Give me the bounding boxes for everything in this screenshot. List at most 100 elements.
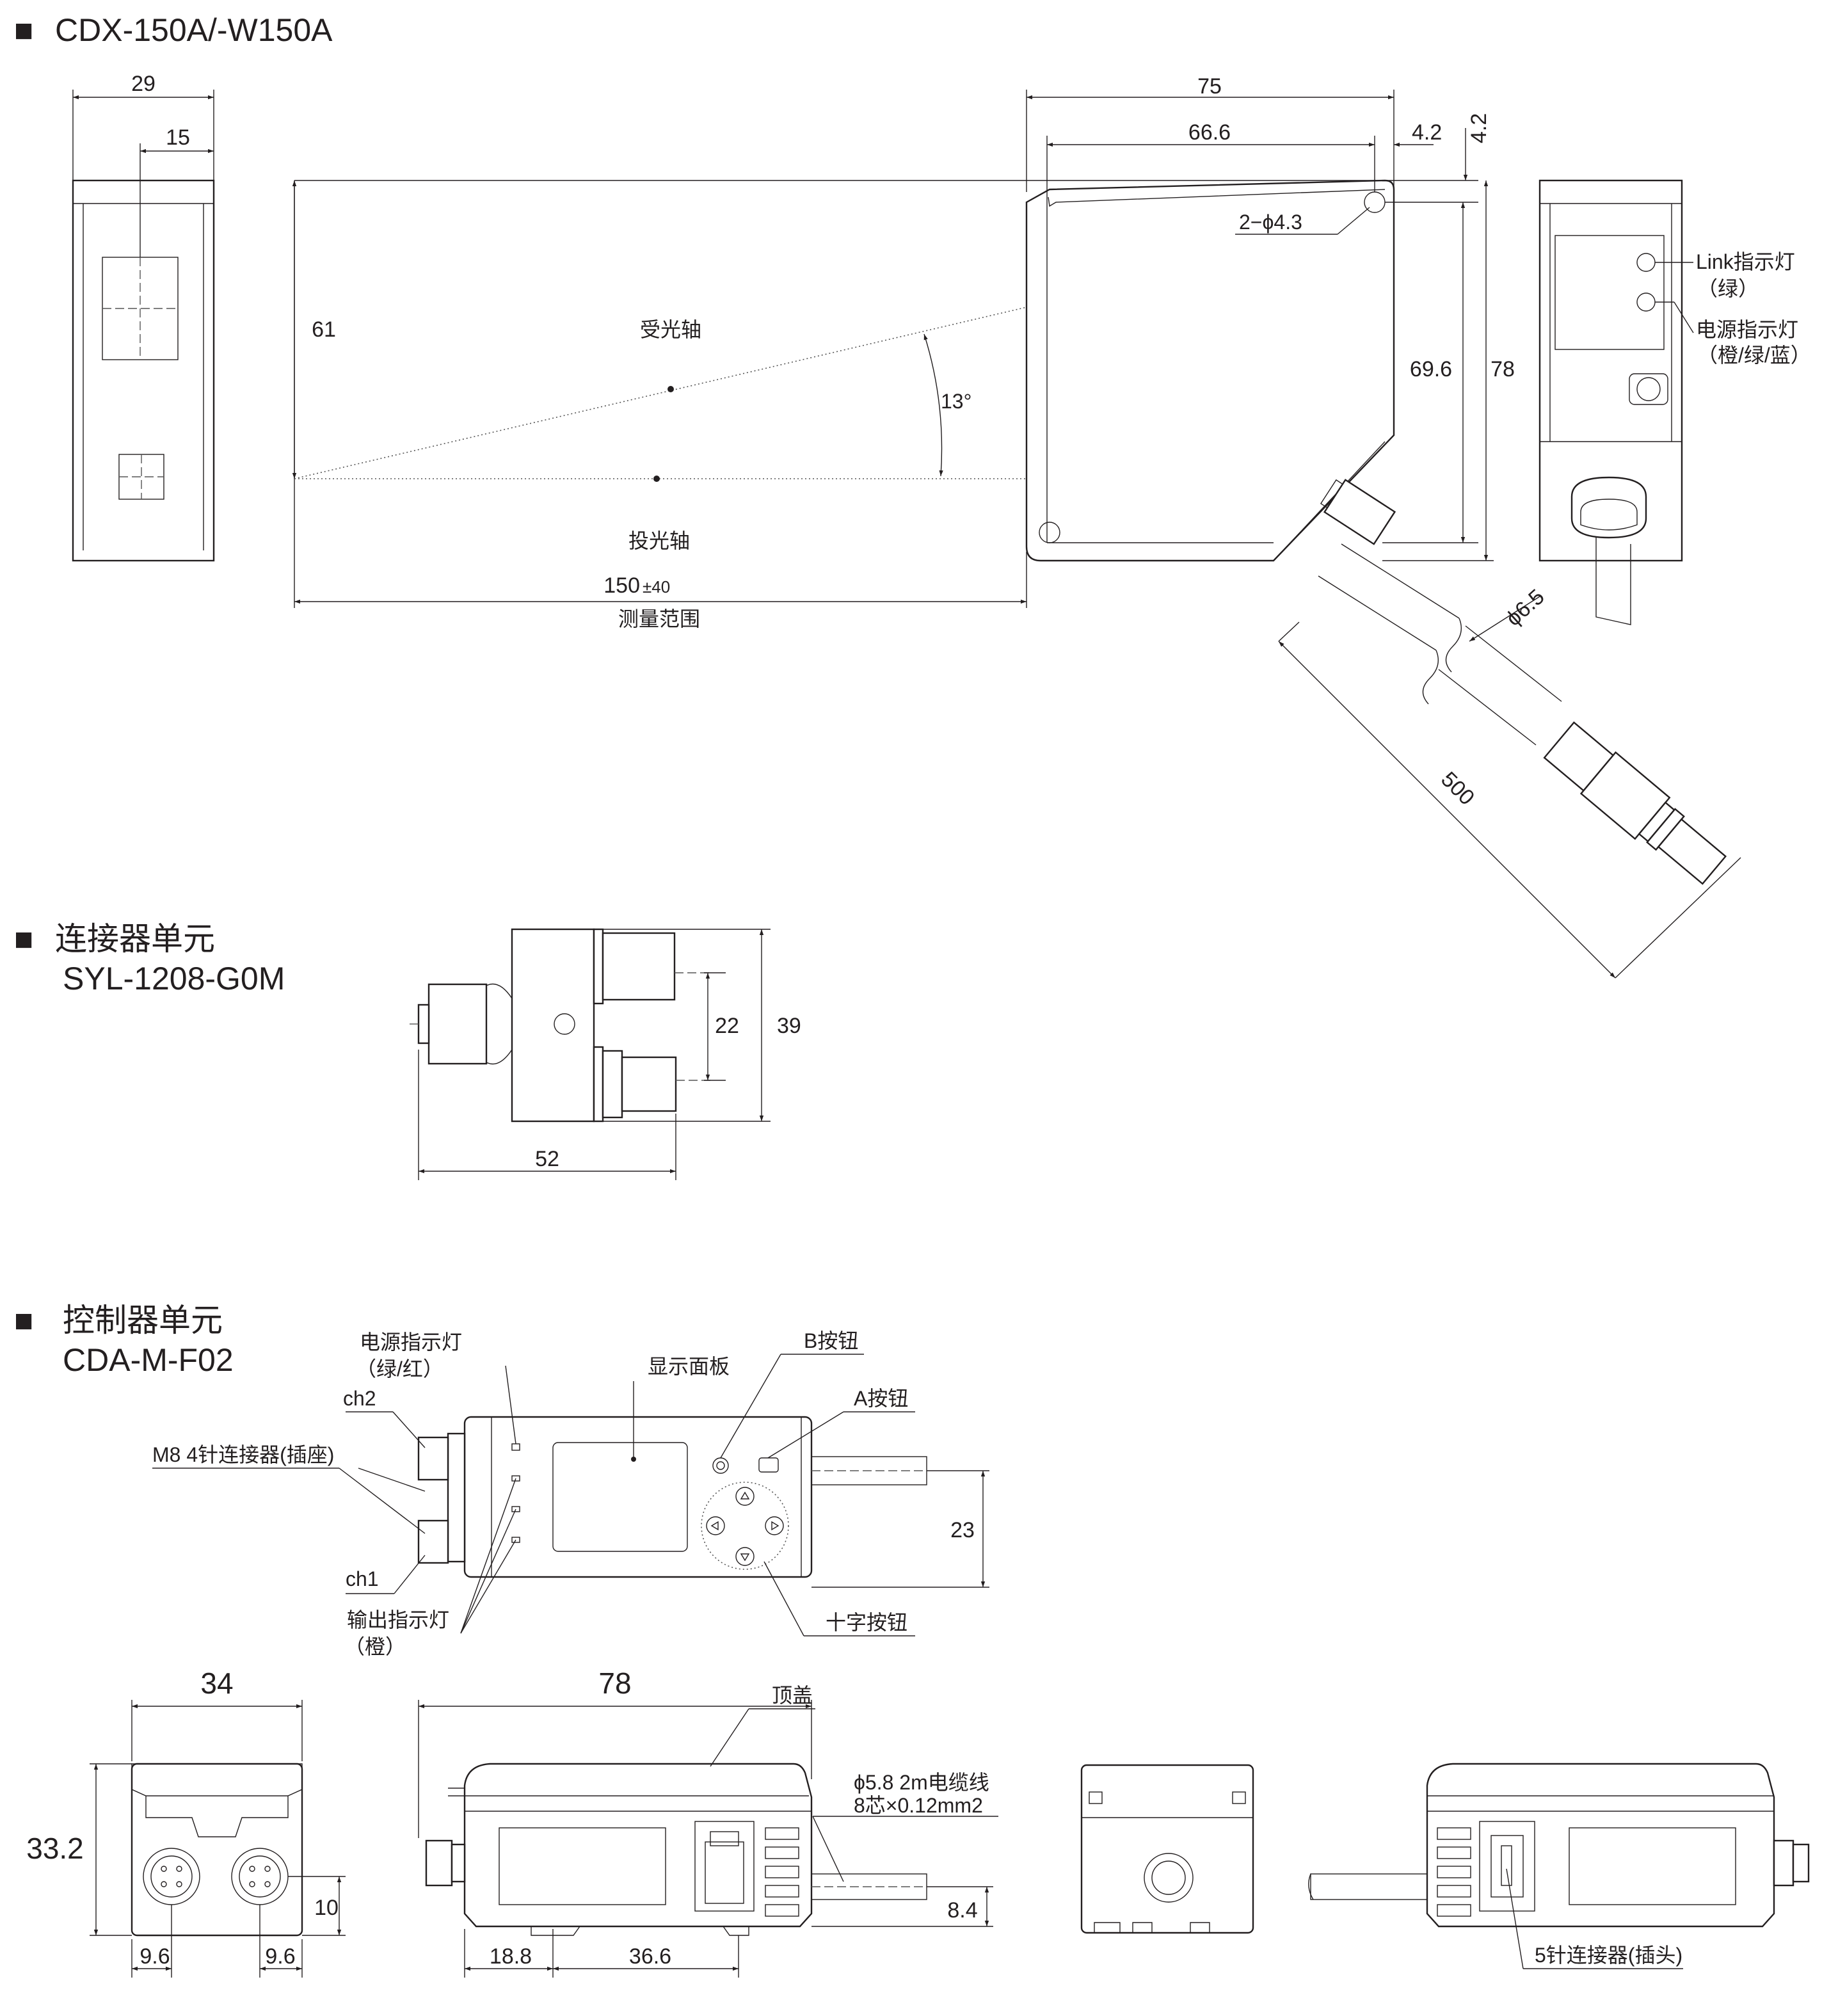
dim-connector-length: 52 (535, 1147, 559, 1171)
led-panel (1554, 235, 1665, 350)
dim-angle: 13° (941, 390, 971, 413)
dim-range-tol: ±40 (643, 577, 670, 596)
section-marker: ■ (14, 921, 33, 957)
rear-button (1629, 373, 1668, 405)
ch2-label: ch2 (343, 1387, 376, 1410)
display-panel (552, 1442, 688, 1552)
ch1-connector (417, 1519, 449, 1564)
sensor-side-view: 29 15 (72, 72, 215, 562)
sensor-rear-view: Link指示灯 （绿） 电源指示灯 （橙/绿/蓝） (1538, 179, 1811, 625)
power-led-color: （橙/绿/蓝） (1697, 344, 1811, 367)
connector-plug (428, 983, 488, 1065)
controller-end-body (131, 1763, 303, 1937)
side-connector (694, 1821, 755, 1912)
sensor-front-view (1025, 179, 1396, 562)
dim-pitch-right: 9.6 (265, 1944, 295, 1969)
emit-axis-label: 投光轴 (628, 529, 690, 552)
dim-cable-height: 23 (950, 1518, 975, 1542)
link-led-label: Link指示灯 (1696, 250, 1795, 273)
section-title-controller: 控制器单元 (63, 1302, 223, 1338)
dim-height: 78 (1490, 357, 1515, 381)
dim-width-side: 29 (131, 72, 156, 96)
plug-tip (1657, 818, 1727, 885)
cable-spec-1: ϕ5.8 2m电缆线 (854, 1771, 989, 1794)
section-connector: ■ 连接器单元 SYL-1208-G0M (14, 921, 285, 996)
ch1-label: ch1 (346, 1567, 379, 1590)
dim-length-inner: 66.6 (1188, 120, 1231, 145)
dim-connector-height: 39 (777, 1014, 801, 1038)
range-label: 测量范围 (618, 607, 700, 630)
a-button-label: A按钮 (854, 1387, 908, 1410)
holes-label: 2−ϕ4.3 (1239, 211, 1302, 234)
ch2-connector (417, 1436, 449, 1481)
connector-body (511, 928, 595, 1123)
section-marker: ■ (14, 1302, 33, 1338)
section-marker: ■ (14, 12, 33, 48)
m8-label: M8 4针连接器(插座) (152, 1443, 334, 1466)
controller-cable-rear (1310, 1873, 1428, 1900)
connector-socket-bottom (621, 1056, 677, 1112)
section-sensor: ■ CDX-150A/-W150A (14, 12, 333, 48)
output-led-color: （橙） (344, 1635, 406, 1658)
dim-controller-length: 78 (598, 1667, 631, 1700)
power-led-label-c: 电源指示灯 (360, 1331, 462, 1354)
connector-hole (554, 1013, 575, 1035)
sensor-cable: 500 ϕ6.5 (1278, 543, 1741, 979)
dim-range-value: 150 (603, 573, 640, 598)
top-cover-label: 顶盖 (772, 1684, 813, 1707)
controller-end-view: 34 33.2 10 9.6 9.6 (26, 1667, 346, 1978)
section-controller: ■ 控制器单元 CDA-M-F02 (14, 1302, 234, 1378)
dim-controller-height: 33.2 (26, 1832, 84, 1865)
connector-drawing: 22 39 52 (410, 928, 801, 1180)
section-model-connector: SYL-1208-G0M (63, 961, 285, 996)
controller-side-view: ϕ5.8 2m电缆线 8芯×0.12mm2 顶盖 78 8.4 18.8 36.… (418, 1667, 998, 1978)
side-label-area (499, 1827, 666, 1905)
dim-height-inner: 69.6 (1410, 357, 1452, 381)
controller-top-view: 23 电源指示灯 （绿/红） ch2 M8 4针连接器(插座) ch1 输出指示… (152, 1329, 989, 1658)
cable-spec-2: 8芯×0.12mm2 (854, 1794, 983, 1817)
b-button-label: B按钮 (804, 1329, 858, 1352)
controller-body-top (463, 1416, 813, 1578)
display-label: 显示面板 (648, 1355, 730, 1378)
dim-length: 75 (1197, 74, 1222, 99)
receive-axis-label: 受光轴 (640, 318, 701, 341)
rear-cable-port (1144, 1853, 1194, 1903)
output-led-label: 输出指示灯 (347, 1608, 449, 1631)
cross-button-label: 十字按钮 (826, 1611, 907, 1634)
section-model-controller: CDA-M-F02 (63, 1342, 234, 1378)
section-title-sensor: CDX-150A/-W150A (55, 12, 333, 48)
controller-side-body (463, 1763, 813, 1928)
pin5-label: 5针连接器(插头) (1535, 1944, 1682, 1967)
dim-rail-pitch: 36.6 (629, 1944, 671, 1969)
power-led-label: 电源指示灯 (1696, 318, 1798, 341)
connector-socket-top (602, 932, 676, 1001)
dim-cable-diameter: ϕ6.5 (1501, 584, 1549, 631)
mounting-hole-bottom (1039, 522, 1060, 543)
sensor-side-body (72, 179, 215, 562)
dim-connector-pitch: 22 (715, 1014, 739, 1038)
rear-cable-gland (1570, 476, 1647, 539)
receive-axis-line (294, 307, 1027, 479)
dim-rail-offset: 18.8 (490, 1944, 532, 1969)
dim-lens-offset: 15 (166, 125, 190, 150)
output-led-1 (511, 1537, 520, 1543)
cross-button (701, 1482, 789, 1570)
side-connector-left (425, 1839, 453, 1887)
dim-pitch-left: 9.6 (140, 1944, 170, 1969)
power-led-color-c: （绿/红） (356, 1357, 444, 1380)
controller-rear-view (1080, 1764, 1254, 1934)
dim-cable-length: 500 (1436, 767, 1479, 810)
dim-conn-height: 10 (314, 1896, 339, 1920)
output-led-2 (511, 1475, 520, 1482)
controller-rear-body (1080, 1764, 1254, 1934)
controller-other-side-view: 5针连接器(插头) (1308, 1763, 1810, 1969)
dim-hole-offset-y: 4.2 (1467, 113, 1491, 143)
dim-hole-offset-x: 4.2 (1412, 120, 1442, 145)
section-title-connector: 连接器单元 (55, 921, 215, 957)
pin5-connector (1479, 1821, 1535, 1912)
dim-cable-offset: 8.4 (947, 1898, 977, 1923)
dim-controller-width: 34 (200, 1667, 233, 1700)
sensor-dimensions: 75 66.6 4.2 4.2 2−ϕ4.3 69.6 78 (1026, 74, 1515, 561)
link-led-color: （绿） (1697, 277, 1759, 300)
dim-range-height: 61 (312, 317, 336, 342)
